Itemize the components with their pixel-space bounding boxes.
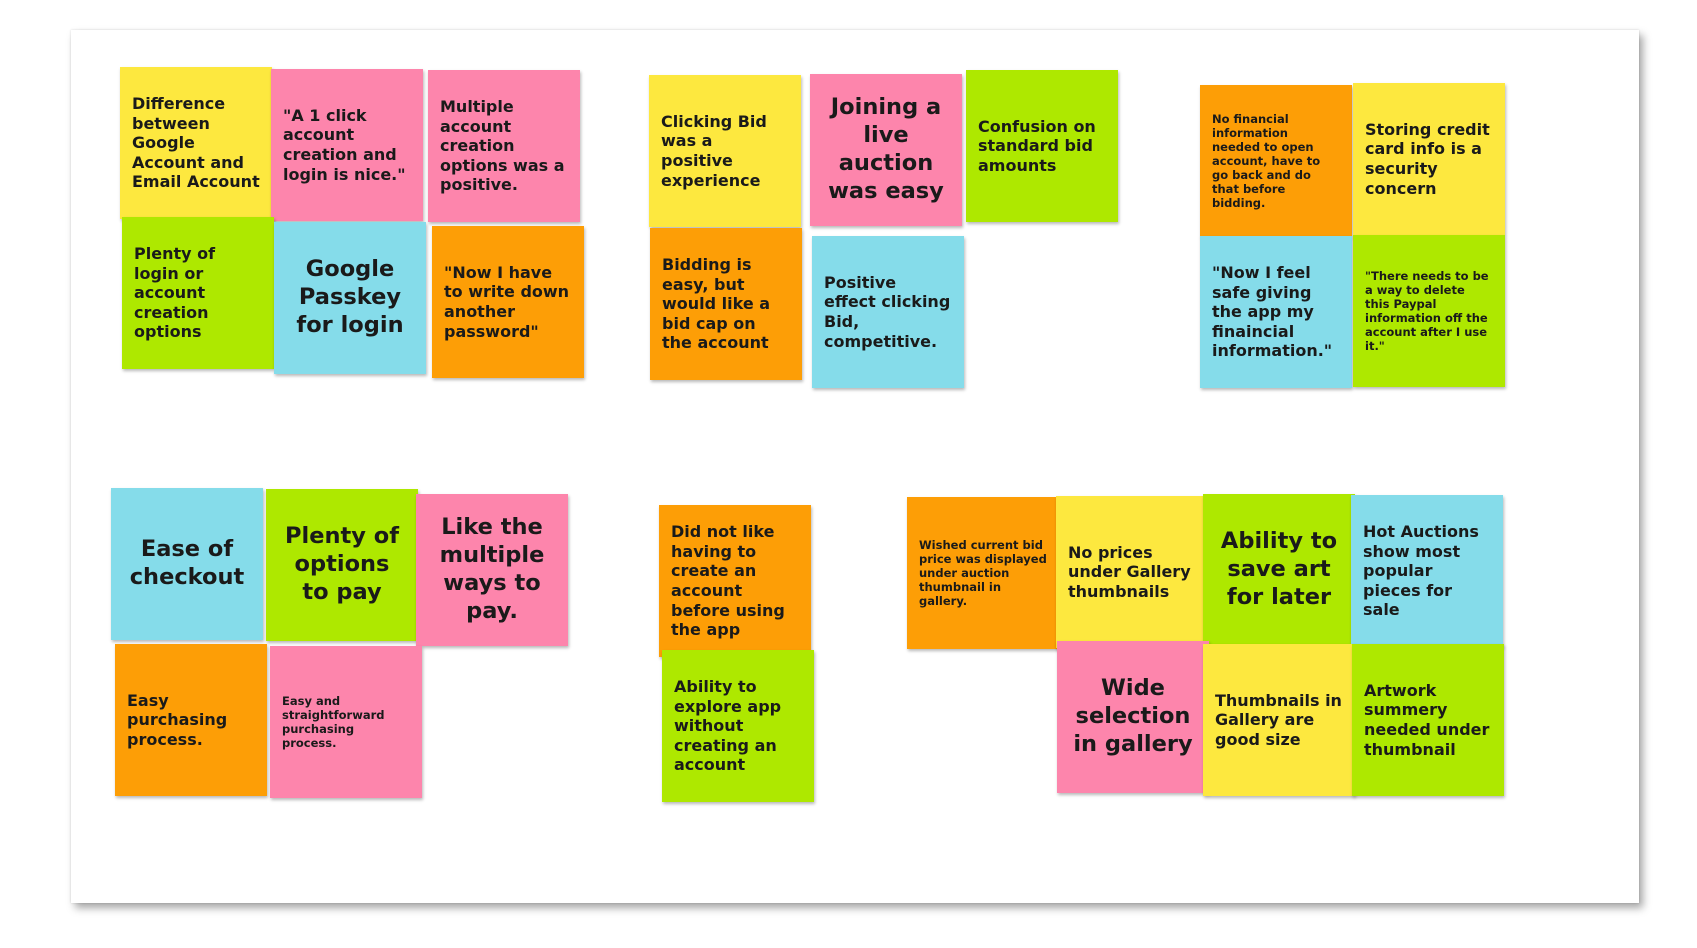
sticky-note-text: Artwork summery needed under thumbnail — [1364, 680, 1490, 759]
sticky-note[interactable]: No financial information needed to open … — [1200, 85, 1352, 237]
sticky-note[interactable]: Thumbnails in Gallery are good size — [1203, 644, 1355, 796]
sticky-note-text: Joining a live auction was easy — [828, 94, 944, 204]
sticky-note[interactable]: "Now I have to write down another passwo… — [432, 226, 584, 378]
sticky-note[interactable]: Difference between Google Account and Em… — [120, 67, 272, 219]
sticky-note-text: Difference between Google Account and Em… — [132, 94, 260, 192]
sticky-note-text: Plenty of options to pay — [285, 523, 399, 605]
sticky-note-text: No financial information needed to open … — [1212, 111, 1321, 211]
sticky-note-text: Plenty of login or account creation opti… — [134, 244, 216, 342]
sticky-note-text: Clicking Bid was a positive experience — [661, 111, 767, 190]
sticky-note[interactable]: Positive effect clicking Bid, competitiv… — [812, 236, 964, 388]
sticky-note-text: "There needs to be a way to delete this … — [1365, 268, 1489, 354]
whiteboard-canvas: Difference between Google Account and Em… — [71, 30, 1639, 903]
sticky-note[interactable]: Plenty of login or account creation opti… — [122, 217, 274, 369]
sticky-note[interactable]: Google Passkey for login — [274, 222, 426, 374]
sticky-note-text: Easy and straightforward purchasing proc… — [282, 693, 385, 751]
sticky-note-text: "A 1 click account creation and login is… — [283, 105, 406, 184]
sticky-note-text: Confusion on standard bid amounts — [978, 116, 1096, 175]
sticky-note[interactable]: Wished current bid price was displayed u… — [907, 497, 1059, 649]
sticky-note[interactable]: Wide selection in gallery — [1057, 641, 1209, 793]
sticky-note-text: Wide selection in gallery — [1073, 675, 1193, 757]
sticky-note-text: Positive effect clicking Bid, competitiv… — [824, 272, 951, 351]
sticky-note-text: Storing credit card info is a security c… — [1365, 119, 1490, 198]
sticky-note-text: No prices under Gallery thumbnails — [1068, 542, 1191, 601]
sticky-note[interactable]: Hot Auctions show most popular pieces fo… — [1351, 495, 1503, 647]
sticky-note-text: "Now I feel safe giving the app my finai… — [1212, 263, 1333, 361]
sticky-note[interactable]: No prices under Gallery thumbnails — [1056, 496, 1208, 648]
sticky-note[interactable]: "A 1 click account creation and login is… — [271, 69, 423, 221]
sticky-note-text: Google Passkey for login — [296, 256, 404, 338]
sticky-note[interactable]: Ease of checkout — [111, 488, 263, 640]
sticky-note[interactable]: Artwork summery needed under thumbnail — [1352, 644, 1504, 796]
sticky-note-text: Ease of checkout — [129, 536, 245, 590]
sticky-note[interactable]: Confusion on standard bid amounts — [966, 70, 1118, 222]
sticky-note-text: Did not like having to create an account… — [671, 522, 785, 640]
sticky-note-text: Wished current bid price was displayed u… — [919, 537, 1047, 609]
sticky-note-text: Bidding is easy, but would like a bid ca… — [662, 255, 771, 353]
sticky-note[interactable]: Did not like having to create an account… — [659, 505, 811, 657]
sticky-note[interactable]: Bidding is easy, but would like a bid ca… — [650, 228, 802, 380]
sticky-note[interactable]: Ability to explore app without creating … — [662, 650, 814, 802]
sticky-note-text: Thumbnails in Gallery are good size — [1215, 690, 1342, 749]
sticky-note[interactable]: Plenty of options to pay — [266, 489, 418, 641]
sticky-note[interactable]: Joining a live auction was easy — [810, 74, 962, 226]
sticky-note[interactable]: "Now I feel safe giving the app my finai… — [1200, 236, 1352, 388]
sticky-note[interactable]: Like the multiple ways to pay. — [416, 494, 568, 646]
sticky-note[interactable]: "There needs to be a way to delete this … — [1353, 235, 1505, 387]
sticky-note[interactable]: Storing credit card info is a security c… — [1353, 83, 1505, 235]
sticky-note[interactable]: Multiple account creation options was a … — [428, 70, 580, 222]
sticky-note-text: Multiple account creation options was a … — [440, 97, 565, 195]
sticky-note-text: Hot Auctions show most popular pieces fo… — [1363, 522, 1479, 620]
sticky-note-text: Like the multiple ways to pay. — [439, 514, 545, 624]
sticky-note-text: Ability to save art for later — [1220, 528, 1338, 610]
sticky-note-text: "Now I have to write down another passwo… — [444, 262, 570, 341]
sticky-note[interactable]: Easy purchasing process. — [115, 644, 267, 796]
sticky-note[interactable]: Clicking Bid was a positive experience — [649, 75, 801, 227]
sticky-note-text: Ability to explore app without creating … — [674, 677, 782, 775]
sticky-note-text: Easy purchasing process. — [127, 690, 228, 749]
sticky-note[interactable]: Ability to save art for later — [1203, 494, 1355, 646]
sticky-note[interactable]: Easy and straightforward purchasing proc… — [270, 646, 422, 798]
